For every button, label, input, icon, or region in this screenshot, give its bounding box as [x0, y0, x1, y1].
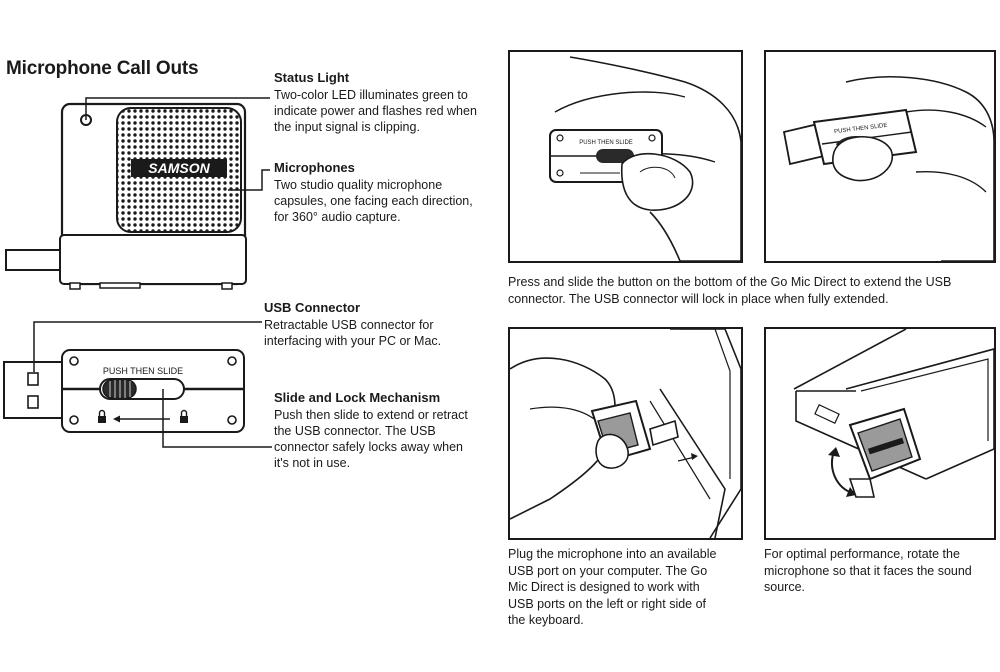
caption-rotate-3: source. — [764, 580, 805, 594]
caption-rotate-2: microphone so that it faces the sound — [764, 563, 972, 578]
caption-plug-in: Plug the microphone into an available US… — [508, 546, 748, 629]
usb-connector-callout: USB Connector Retractable USB connector … — [264, 300, 494, 349]
status-light-leader — [85, 97, 270, 120]
status-light-text-3: the input signal is clipping. — [274, 120, 420, 134]
caption-rotate: For optimal performance, rotate the micr… — [764, 546, 1000, 596]
caption-rotate-1: For optimal performance, rotate the — [764, 547, 960, 561]
lock-icon — [98, 409, 106, 423]
usb-connector-text-2: interfacing with your PC or Mac. — [264, 334, 442, 348]
photo-usb-extended: PUSH THEN SLIDE — [764, 50, 996, 263]
usb-connector-leader — [33, 321, 262, 372]
microphones-heading: Microphones — [274, 160, 355, 175]
microphones-text-3: for 360° audio capture. — [274, 210, 401, 224]
photo-rotate — [764, 327, 996, 540]
slide-lock-heading: Slide and Lock Mechanism — [274, 390, 441, 405]
caption-press-slide-1: Press and slide the button on the bottom… — [508, 275, 952, 289]
page-title: Microphone Call Outs — [6, 58, 199, 79]
caption-plug-in-2: USB port on your computer. The Go — [508, 563, 708, 578]
slide-lock-callout: Slide and Lock Mechanism Push then slide… — [274, 390, 504, 471]
slide-lock-text-4: it's not in use. — [274, 456, 351, 470]
brand-badge — [131, 159, 227, 177]
microphone-front-illustration: SAMSON — [5, 97, 270, 290]
slide-lock-leader — [162, 389, 272, 448]
microphones-text-1: Two studio quality microphone — [274, 178, 443, 192]
microphones-leader — [228, 169, 270, 191]
microphones-callout: Microphones Two studio quality microphon… — [274, 160, 504, 225]
caption-plug-in-4: USB ports on the left or right side of — [508, 596, 707, 611]
brand-text: SAMSON — [148, 160, 210, 176]
status-light-text-2: indicate power and flashes red when — [274, 104, 477, 118]
status-light-callout: Status Light Two-color LED illuminates g… — [274, 70, 504, 135]
photo-plug-in — [508, 327, 743, 540]
slide-lock-text-1: Push then slide to extend or retract — [274, 408, 468, 422]
slide-lock-text-3: connector safely locks away when — [274, 440, 463, 454]
status-light-text-1: Two-color LED illuminates green to — [274, 88, 468, 102]
slide-lock-text-2: the USB connector. The USB — [274, 424, 436, 438]
caption-press-slide: Press and slide the button on the bottom… — [508, 274, 1000, 307]
caption-plug-in-3: Mic Direct is designed to work with — [508, 580, 700, 594]
microphone-bottom-illustration: PUSH THEN SLIDE — [3, 321, 272, 448]
cable — [5, 249, 65, 271]
lock-icon — [180, 409, 188, 423]
usb-connector-text-1: Retractable USB connector for — [264, 318, 434, 332]
caption-plug-in-1: Plug the microphone into an available — [508, 547, 717, 561]
slider-label: PUSH THEN SLIDE — [103, 366, 183, 376]
photo1-slider-label: PUSH THEN SLIDE — [579, 140, 633, 146]
photo-press-slide: PUSH THEN SLIDE — [508, 50, 743, 263]
caption-plug-in-5: the keyboard. — [508, 613, 584, 627]
status-light-heading: Status Light — [274, 70, 350, 85]
usb-connector-heading: USB Connector — [264, 300, 361, 315]
caption-press-slide-2: connector. The USB connector will lock i… — [508, 291, 889, 306]
microphones-text-2: capsules, one facing each direction, — [274, 194, 473, 208]
